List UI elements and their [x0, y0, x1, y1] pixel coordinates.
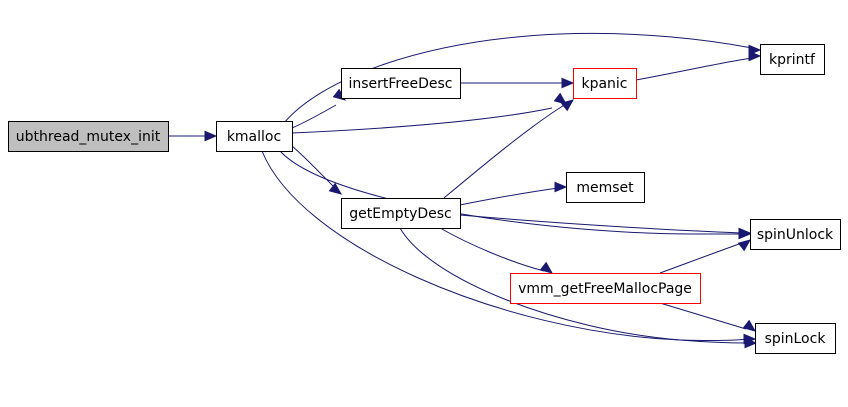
node-label-kprintf: kprintf — [769, 52, 816, 68]
node-label-spinUnlock: spinUnlock — [757, 227, 834, 243]
node-spinLock[interactable]: spinLock — [755, 323, 836, 354]
node-ubthread_mutex_init[interactable]: ubthread_mutex_init — [8, 121, 169, 152]
node-box-memset[interactable] — [566, 172, 645, 203]
edge-kmalloc-to-insertFreeDesc — [291, 88, 347, 129]
node-memset[interactable]: memset — [566, 172, 645, 203]
edge-ubthread_mutex_init-to-kmalloc — [168, 130, 218, 142]
edge-kmalloc-to-kpanic — [291, 92, 568, 134]
node-box-spinUnlock[interactable] — [750, 219, 841, 250]
edge-vmm_getFreeMallocPage-to-spinLock — [659, 302, 757, 332]
node-box-kmalloc[interactable] — [216, 121, 293, 152]
edge-getEmptyDesc-to-spinLock — [399, 227, 758, 349]
node-label-spinLock: spinLock — [765, 331, 827, 347]
node-label-kpanic: kpanic — [581, 76, 627, 92]
node-box-kprintf[interactable] — [760, 44, 825, 75]
nodes-layer: ubthread_mutex_init kmalloc insertFreeDesc… — [8, 44, 841, 354]
node-box-getEmptyDesc[interactable] — [341, 198, 461, 229]
node-label-kmalloc: kmalloc — [227, 129, 281, 145]
edge-kpanic-to-kprintf — [635, 50, 762, 81]
node-kpanic[interactable]: kpanic — [573, 68, 637, 99]
edge-vmm_getFreeMallocPage-to-spinUnlock — [659, 239, 752, 274]
edge-insertFreeDesc-to-kpanic — [460, 77, 575, 89]
edge-getEmptyDesc-to-vmm_getFreeMallocPage — [439, 227, 554, 274]
edges-layer — [168, 32, 762, 349]
edge-kmalloc-to-spinLock — [261, 150, 757, 345]
node-vmm_getFreeMallocPage[interactable]: vmm_getFreeMallocPage — [510, 273, 701, 304]
edge-getEmptyDesc-to-spinUnlock — [459, 214, 752, 239]
node-insertFreeDesc[interactable]: insertFreeDesc — [341, 68, 461, 99]
node-spinUnlock[interactable]: spinUnlock — [750, 219, 841, 250]
node-box-spinLock[interactable] — [755, 323, 836, 354]
node-box-ubthread_mutex_init[interactable] — [8, 121, 169, 152]
node-label-memset: memset — [576, 180, 634, 196]
node-box-kpanic[interactable] — [573, 68, 637, 99]
edge-getEmptyDesc-to-memset — [459, 181, 568, 206]
node-label-vmm_getFreeMallocPage: vmm_getFreeMallocPage — [518, 281, 692, 297]
node-box-vmm_getFreeMallocPage[interactable] — [510, 273, 701, 304]
edge-getEmptyDesc-to-kpanic — [443, 99, 575, 199]
node-box-insertFreeDesc[interactable] — [341, 68, 461, 99]
node-kprintf[interactable]: kprintf — [760, 44, 825, 75]
node-label-insertFreeDesc: insertFreeDesc — [348, 76, 452, 92]
edge-kmalloc-to-getEmptyDesc — [291, 145, 343, 195]
node-kmalloc[interactable]: kmalloc — [216, 121, 293, 152]
node-label-ubthread_mutex_init: ubthread_mutex_init — [16, 129, 161, 145]
node-label-getEmptyDesc: getEmptyDesc — [349, 206, 452, 222]
node-getEmptyDesc[interactable]: getEmptyDesc — [341, 198, 461, 229]
